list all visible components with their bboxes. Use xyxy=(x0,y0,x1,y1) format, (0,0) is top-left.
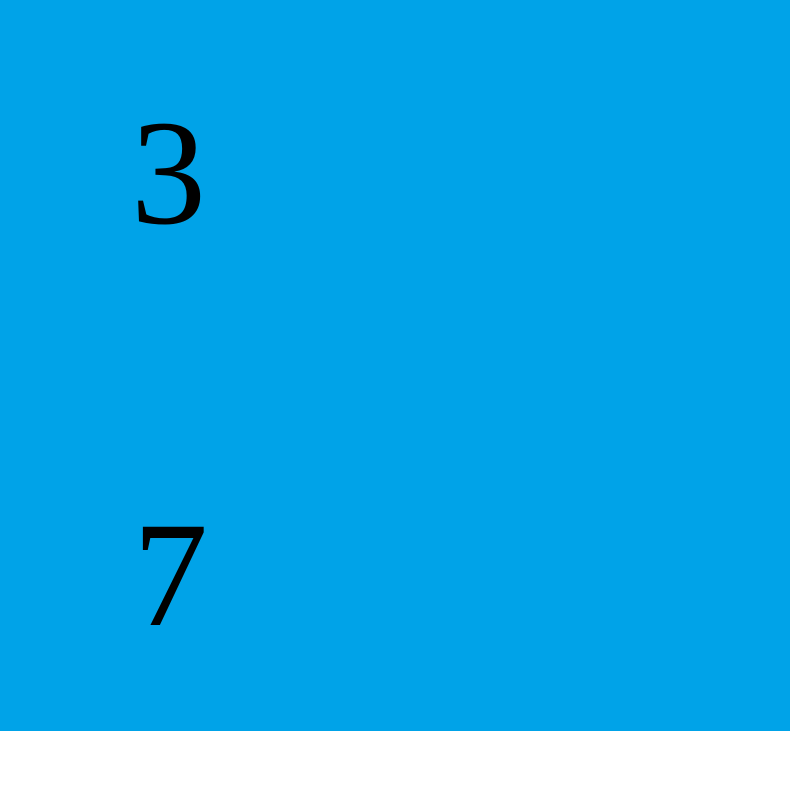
blue-panel xyxy=(0,0,790,731)
digit-second: 7 xyxy=(133,492,208,658)
digit-first: 3 xyxy=(131,90,206,256)
